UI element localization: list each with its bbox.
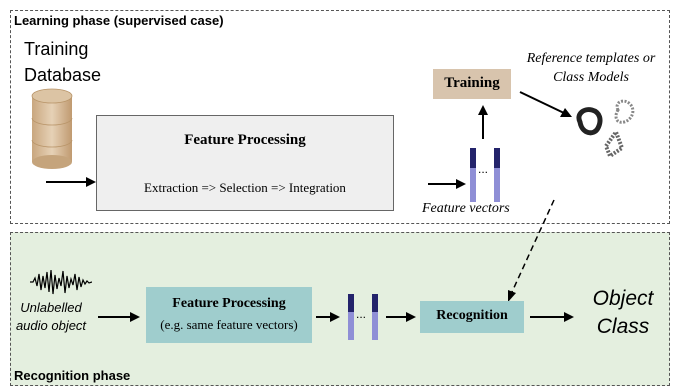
audio-waveform-icon (30, 269, 92, 295)
recognition-feature-processing-note: (e.g. same feature vectors) (160, 317, 298, 332)
reference-templates-label-line2: Class Models (553, 70, 629, 85)
object-class-label-line1: Object (592, 287, 654, 310)
recognition-box: Recognition (420, 301, 524, 333)
feature-vectors-icon: ... (468, 148, 502, 202)
feature-processing-title: Feature Processing (184, 132, 306, 148)
recognition-feature-vectors-dots: ... (356, 307, 367, 321)
arrow-to-class-models (519, 91, 572, 117)
training-box: Training (433, 69, 511, 99)
recognition-feature-vectors-icon: ... (346, 294, 380, 340)
object-class-label-line2: Class (596, 315, 650, 338)
unlabelled-label-line2: audio object (15, 318, 87, 333)
learning-phase-title: Learning phase (supervised case) (14, 13, 224, 28)
dashed-arrow-to-recognition (508, 199, 555, 302)
database-cylinder-icon (31, 88, 73, 169)
database-label-line1: Training (24, 39, 89, 59)
reference-templates-label-line1: Reference templates or (526, 51, 656, 66)
arrow-to-recognition-vectors (316, 312, 340, 322)
feature-vectors-dots: ... (478, 162, 489, 176)
arrow-to-training (478, 105, 488, 139)
arrow-to-object-class (530, 312, 574, 322)
arrow-to-recognition-feature-processing (98, 312, 140, 322)
arrow-to-feature-processing (46, 177, 96, 187)
recognition-label: Recognition (436, 308, 508, 323)
feature-processing-steps: Extraction => Selection => Integration (144, 180, 346, 195)
database-label-line2: Database (24, 65, 102, 85)
recognition-phase-title: Recognition phase (14, 368, 131, 383)
arrow-to-feature-vectors (428, 179, 466, 189)
recognition-feature-processing-box: Feature Processing (e.g. same feature ve… (146, 287, 312, 343)
feature-vectors-label: Feature vectors (422, 201, 510, 216)
recognition-phase-panel (10, 232, 670, 386)
unlabelled-label-line1: Unlabelled (20, 300, 82, 315)
training-label: Training (444, 75, 500, 91)
class-models-icon (576, 99, 635, 160)
arrow-to-recognition-box (386, 312, 416, 322)
feature-processing-box: Feature Processing Extraction => Selecti… (96, 115, 394, 211)
recognition-feature-processing-title: Feature Processing (172, 296, 286, 311)
